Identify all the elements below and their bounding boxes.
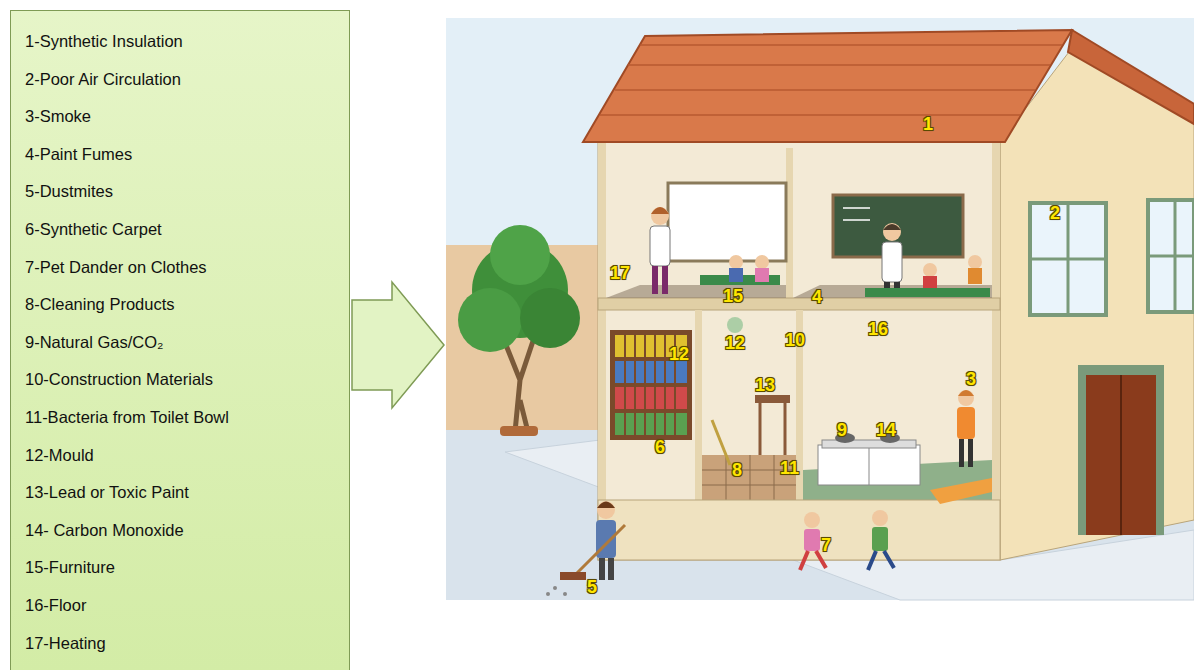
callout-number: 4 (812, 288, 822, 306)
list-item: 15-Furniture (11, 549, 349, 587)
list-item: 8-Cleaning Products (11, 286, 349, 324)
stove (818, 433, 920, 485)
list-item: 11-Bacteria from Toilet Bowl (11, 399, 349, 437)
list-item: 4-Paint Fumes (11, 136, 349, 174)
list-item: 12-Mould (11, 437, 349, 475)
teacher (650, 207, 670, 294)
callout-number: 3 (966, 370, 976, 388)
callout-number: 12 (669, 345, 689, 363)
legend-panel: 1-Synthetic Insulation2-Poor Air Circula… (10, 10, 350, 670)
callout-number: 16 (868, 320, 888, 338)
teacher (882, 223, 902, 296)
sky (446, 18, 1194, 600)
list-item: 7-Pet Dander on Clothes (11, 249, 349, 287)
whiteboard (668, 183, 786, 261)
list-item: 3-Smoke (11, 98, 349, 136)
callout-number: 13 (755, 376, 775, 394)
callout-number: 6 (655, 438, 665, 456)
callout-number: 1 (923, 115, 933, 133)
callout-number: 10 (785, 331, 805, 349)
side-wall (1000, 48, 1194, 560)
callout-number: 2 (1050, 204, 1060, 222)
list-item: 6-Synthetic Carpet (11, 211, 349, 249)
callout-number: 9 (837, 421, 847, 439)
pointer-arrow (352, 282, 444, 408)
list-item: 13-Lead or Toxic Paint (11, 474, 349, 512)
callout-number: 12 (725, 334, 745, 352)
list-item: 17-Heating (11, 625, 349, 663)
callout-number: 14 (876, 421, 896, 439)
tree (458, 225, 580, 436)
list-item: 1-Synthetic Insulation (11, 23, 349, 61)
callout-number: 11 (780, 459, 799, 477)
callout-number: 17 (610, 264, 630, 282)
roof (583, 30, 1072, 142)
list-item: 2-Poor Air Circulation (11, 61, 349, 99)
list-item: 9-Natural Gas/CO₂ (11, 324, 349, 362)
cook (957, 390, 975, 467)
window (1030, 200, 1194, 315)
list-item: 10-Construction Materials (11, 361, 349, 399)
bookshelf (610, 330, 692, 440)
list-item: 5-Dustmites (11, 173, 349, 211)
list-item: 14- Carbon Monoxide (11, 512, 349, 550)
callout-number: 8 (732, 461, 742, 479)
callout-number: 7 (821, 536, 831, 554)
children (800, 510, 894, 570)
list-item: 16-Floor (11, 587, 349, 625)
callout-number: 5 (587, 578, 597, 596)
house-front (598, 140, 1000, 560)
sweeping-girl (546, 501, 625, 596)
door (1078, 365, 1164, 535)
callout-number: 15 (723, 287, 743, 305)
